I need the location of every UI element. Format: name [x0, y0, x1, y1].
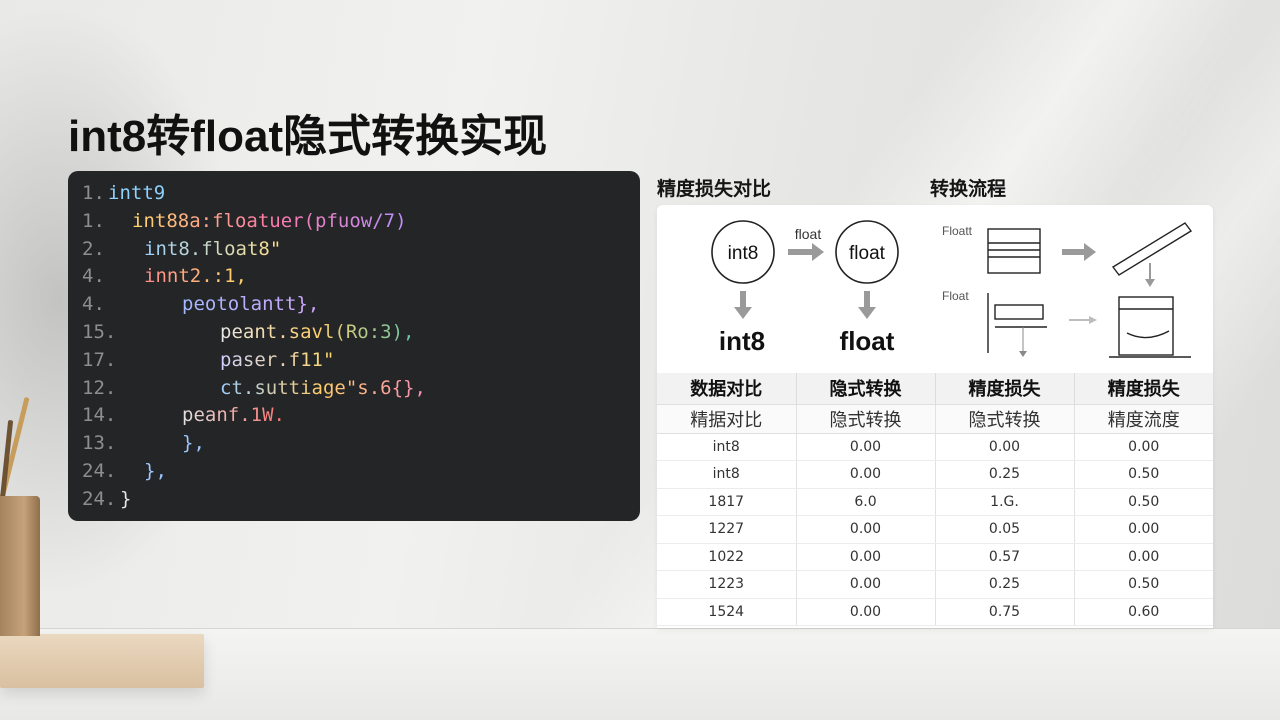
- cylinder-box-icon: [1109, 296, 1191, 358]
- line-number: 24.: [82, 460, 117, 482]
- line-number: 2.: [82, 237, 105, 260]
- page-title: int8转float隐式转换实现: [68, 112, 548, 161]
- table-cell: 0.05: [935, 515, 1075, 544]
- column-header: 精度损失: [1074, 373, 1213, 404]
- float-result-label: float: [840, 326, 895, 356]
- table-subheader-row: 精据对比 隐式转换 隐式转换 精度流度: [657, 403, 1213, 434]
- table-cell: 1022: [657, 543, 797, 571]
- line-number: 13.: [82, 432, 117, 455]
- table-cell: 0.00: [796, 543, 936, 571]
- stacked-box-icon: [987, 293, 1047, 357]
- int8-node: [711, 220, 775, 284]
- line-number: 4.: [82, 293, 105, 316]
- table-cell: 0.00: [1074, 515, 1213, 544]
- flow-label-floatt: Floatt: [942, 224, 973, 238]
- conversion-diagram: int8 float float int8 float Floatt: [657, 205, 1213, 373]
- table-cell: 1227: [657, 515, 797, 544]
- code-text: }: [120, 485, 131, 513]
- stacked-box-icon: [987, 228, 1041, 274]
- arrow-label: float: [795, 226, 822, 242]
- arrow-down-icon: [858, 291, 876, 319]
- table-cell: 0.25: [935, 570, 1075, 599]
- table-cell: 6.0: [796, 488, 936, 516]
- line-number: 24.: [82, 487, 117, 510]
- column-header: 数据对比: [657, 373, 797, 404]
- table-cell: 0.00: [1074, 543, 1213, 571]
- code-text: peotolantt},: [182, 290, 319, 318]
- precision-comparison-heading: 精度损失对比: [657, 178, 772, 200]
- table-cell: 0.00: [796, 433, 936, 461]
- table-cell: int8: [657, 460, 797, 489]
- table-cell: 0.00: [1074, 433, 1213, 461]
- table-cell: 0.60: [1074, 598, 1213, 626]
- line-number: 17.: [82, 348, 117, 371]
- arrow-right-icon: [788, 243, 824, 261]
- subheader-cell: 隐式转换: [796, 403, 936, 434]
- desk-surface: [0, 628, 1280, 720]
- code-text: intt9: [108, 179, 165, 207]
- table-cell: 0.00: [796, 460, 936, 489]
- diagram-svg: int8 float float int8 float Floatt: [711, 220, 1193, 358]
- arrow-right-icon: [1062, 243, 1096, 261]
- table-cell: 0.25: [935, 460, 1075, 489]
- table-header-row: 数据对比 隐式转换 精度损失 精度损失: [657, 373, 1213, 404]
- arrow-down-icon: [1145, 263, 1155, 287]
- subheader-cell: 精度流度: [1074, 403, 1213, 434]
- line-number: 1.: [82, 182, 105, 204]
- code-text: innt2.:1,: [144, 262, 247, 290]
- table-cell: 0.00: [796, 598, 936, 626]
- table-cell: 0.57: [935, 543, 1075, 571]
- table-cell: 0.50: [1074, 488, 1213, 516]
- code-text: int88a:floatuer(pfuow/7): [132, 207, 407, 235]
- flow-label-float: Float: [942, 289, 969, 303]
- table-cell: 1817: [657, 488, 797, 516]
- column-header: 精度损失: [935, 373, 1075, 404]
- float-node: [835, 220, 899, 284]
- line-number: 4.: [82, 265, 105, 288]
- table-cell: int8: [657, 433, 797, 461]
- code-text: int8.float8": [144, 235, 281, 263]
- code-text: },: [182, 429, 205, 457]
- code-text: peant.savl(Ro:3),: [220, 318, 414, 346]
- precision-table: 数据对比 隐式转换 精度损失 精度损失 精据对比 隐式转换 隐式转换 精度流度 …: [657, 373, 1213, 626]
- table-cell: 0.75: [935, 598, 1075, 626]
- subheader-cell: 精据对比: [657, 403, 797, 434]
- column-header: 隐式转换: [796, 373, 936, 404]
- line-number: 1.: [82, 209, 105, 232]
- line-number: 15.: [82, 321, 117, 343]
- int8-node-label: int8: [728, 243, 759, 264]
- table-cell: 1.G.: [935, 488, 1075, 516]
- table-cell: 0.50: [1074, 570, 1213, 599]
- table-cell: 0.00: [796, 515, 936, 544]
- subheader-cell: 隐式转换: [935, 403, 1075, 434]
- conversion-flow-heading: 转换流程: [930, 178, 1007, 200]
- line-number: 14.: [82, 404, 117, 427]
- arrow-down-icon: [734, 291, 752, 319]
- table-cell: 1524: [657, 598, 797, 626]
- slanted-bar-icon: [1111, 222, 1193, 276]
- table-cell: 0.00: [935, 433, 1075, 461]
- arrow-right-icon: [1069, 316, 1097, 324]
- code-text: peanf.1W.: [182, 401, 285, 429]
- code-text: },: [144, 457, 167, 485]
- line-number: 12.: [82, 376, 117, 399]
- wood-block: [0, 634, 204, 688]
- table-cell: 0.50: [1074, 460, 1213, 489]
- pen-cup: [0, 496, 40, 636]
- int8-result-label: int8: [719, 326, 765, 356]
- table-cell: 1223: [657, 570, 797, 599]
- comparison-card: int8 float float int8 float Floatt: [657, 205, 1213, 628]
- float-node-label: float: [849, 243, 886, 264]
- code-text: ct.suttiage"s.6{},: [220, 374, 426, 402]
- table-cell: 0.00: [796, 570, 936, 599]
- code-text: paser.f11": [220, 346, 334, 374]
